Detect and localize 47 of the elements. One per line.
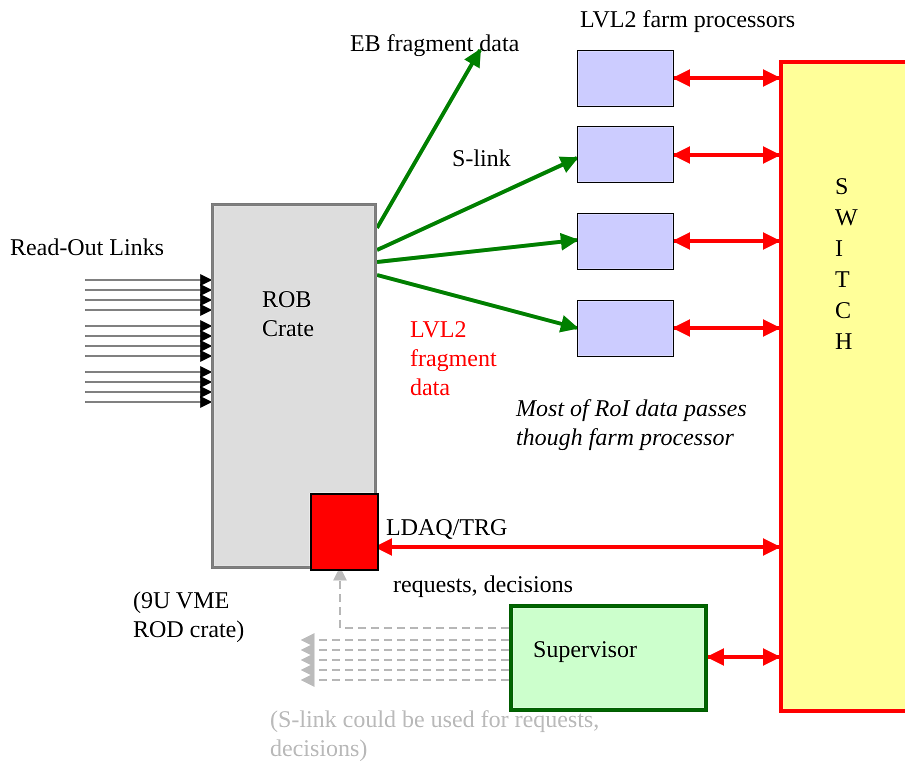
arrow — [84, 320, 212, 332]
arrow — [84, 284, 212, 296]
note-text: LVL2 fragment data — [410, 316, 498, 403]
module-box — [310, 493, 379, 571]
arrow — [300, 663, 509, 677]
arrow — [300, 633, 509, 647]
node-label: S W I T C H — [835, 173, 857, 357]
arrow — [84, 294, 212, 306]
arrow — [376, 232, 579, 264]
note-text: LVL2 farm processors — [580, 6, 796, 35]
double-arrow — [672, 319, 781, 337]
crate-box — [211, 203, 377, 569]
arrow — [84, 274, 212, 286]
arrow — [300, 643, 509, 657]
double-arrow — [672, 232, 781, 250]
processor-box — [577, 50, 674, 107]
edge-label: LDAQ/TRG — [386, 514, 508, 543]
supervisor-box — [509, 604, 708, 712]
processor-box — [577, 213, 674, 270]
node-label: ROB Crate — [262, 286, 315, 344]
edge-label: S-link — [452, 145, 512, 174]
arrow — [376, 156, 579, 252]
arrow — [300, 673, 509, 687]
processor-box — [577, 300, 674, 357]
arrow — [84, 340, 212, 352]
double-arrow — [672, 146, 781, 164]
arrow — [84, 366, 212, 378]
note-text: Most of RoI data passes though farm processor — [516, 395, 748, 453]
switch-box — [779, 60, 905, 713]
arrow — [376, 273, 579, 333]
double-arrow — [706, 648, 781, 666]
note-text: (S-link could be used for requests, decisions) — [270, 706, 600, 764]
note-text: Read-Out Links — [10, 234, 165, 263]
arrow — [84, 330, 212, 342]
arrow — [84, 376, 212, 388]
arrow — [84, 304, 212, 316]
arrow — [84, 350, 212, 362]
processor-box — [577, 126, 674, 183]
note-text: requests, decisions — [393, 571, 574, 600]
edge-label: EB fragment data — [350, 30, 520, 59]
arrow — [84, 386, 212, 398]
arrow — [300, 653, 509, 667]
double-arrow — [672, 69, 781, 87]
arrow — [375, 48, 482, 229]
node-label: Supervisor — [533, 636, 638, 665]
arrow — [84, 396, 212, 408]
caption-text: (9U VME ROD crate) — [133, 587, 246, 645]
